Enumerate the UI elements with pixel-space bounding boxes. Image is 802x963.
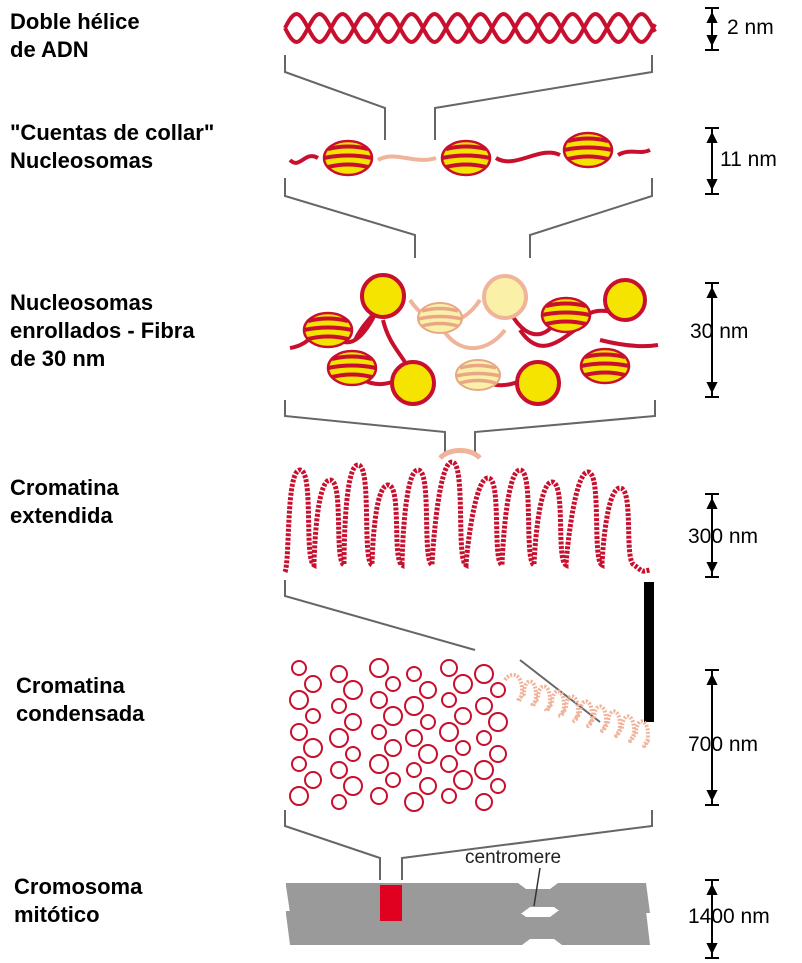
chromatin-coil (489, 713, 507, 731)
chromatin-coil (384, 707, 402, 725)
centromere-label: centromere (465, 847, 561, 868)
chromatin-coil (405, 697, 423, 715)
chromatin-coil (291, 724, 307, 740)
connector-bar (644, 582, 654, 722)
chromatin-coil (421, 715, 435, 729)
nucleosome (324, 141, 372, 175)
nucleosome (456, 360, 500, 390)
zoom-bracket-5 (285, 810, 652, 880)
nucleosome (304, 313, 352, 347)
chromatin-coil (420, 682, 436, 698)
chromatin-coil (456, 741, 470, 755)
zoom-bracket-1 (285, 55, 652, 140)
nucleosome-end-view (484, 276, 526, 318)
chromatin-coil (304, 739, 322, 757)
chromatin-coil (386, 773, 400, 787)
chromatin-coil (475, 665, 493, 683)
nucleosome (581, 349, 629, 383)
chromatin-coil (442, 693, 456, 707)
chromatin-coil (305, 772, 321, 788)
nucleosome (564, 133, 612, 167)
chromatin-coil (440, 723, 458, 741)
chromatin-coil (331, 666, 347, 682)
chromatin-coil (370, 755, 388, 773)
scale-bar-700nm (705, 670, 719, 805)
chromatin-coil (455, 708, 471, 724)
chromatin-coil (441, 756, 457, 772)
chromatin-coil (419, 745, 437, 763)
zoom-bracket-2 (285, 178, 652, 258)
chromatin-coil (454, 771, 472, 789)
chromatin-coil (371, 692, 387, 708)
chromatin-coil (454, 675, 472, 693)
chromatin-coil (372, 725, 386, 739)
scale-bar-30nm (705, 283, 719, 397)
nucleosome-end-view (392, 362, 434, 404)
chromatin-coil (441, 660, 457, 676)
chromatin-coil (406, 730, 422, 746)
chromatin-coil (407, 667, 421, 681)
chromatin-coil (420, 778, 436, 794)
nucleosome-end-view (362, 275, 404, 317)
double-helix (285, 14, 655, 42)
nucleosome (328, 351, 376, 385)
chromatin-coil (477, 731, 491, 745)
scale-bar-300nm (705, 494, 719, 577)
chromatin-coil (345, 714, 361, 730)
chromatin-coil (405, 793, 423, 811)
beads-on-string (290, 133, 650, 175)
mitotic-chromosome: centromere (286, 847, 650, 945)
chromatin-coil (332, 699, 346, 713)
30nm-fiber (290, 275, 658, 404)
chromatin-coil (290, 691, 308, 709)
nucleosome-end-view (517, 362, 559, 404)
chromatin-coil (292, 661, 306, 675)
chromatin-coil (330, 729, 348, 747)
chromatin-coil (292, 757, 306, 771)
chromatin-coil (346, 747, 360, 761)
chromatin-coil (370, 659, 388, 677)
chromatin-coil (491, 683, 505, 697)
chromatin-coil (442, 789, 456, 803)
scale-bar-1400nm (705, 880, 719, 958)
nucleosome-end-view (605, 280, 645, 320)
extended-chromatin (285, 451, 650, 573)
chromatin-coil (305, 676, 321, 692)
chromatin-coil (475, 761, 493, 779)
chromatin-coil (476, 794, 492, 810)
scale-bar-11nm (705, 128, 719, 194)
nucleosome (418, 303, 462, 333)
chromatin-coil (331, 762, 347, 778)
chromatin-coil (290, 787, 308, 805)
chromatin-coil (385, 740, 401, 756)
condensed-chromatin (290, 659, 650, 811)
scale-bar-2nm (705, 8, 719, 50)
chromatin-coil (344, 777, 362, 795)
chromatin-coil (407, 763, 421, 777)
chromatin-coil (344, 681, 362, 699)
nucleosome (542, 298, 590, 332)
chromatin-coil (371, 788, 387, 804)
chromatin-coil (386, 677, 400, 691)
chromatin-segment-highlight (380, 885, 402, 921)
zoom-bracket-3 (285, 400, 655, 452)
chromatin-coil (332, 795, 346, 809)
chromatin-coil (306, 709, 320, 723)
chromatin-coil (491, 779, 505, 793)
chromatin-coil (476, 698, 492, 714)
chromatin-coil (490, 746, 506, 762)
nucleosome (442, 141, 490, 175)
